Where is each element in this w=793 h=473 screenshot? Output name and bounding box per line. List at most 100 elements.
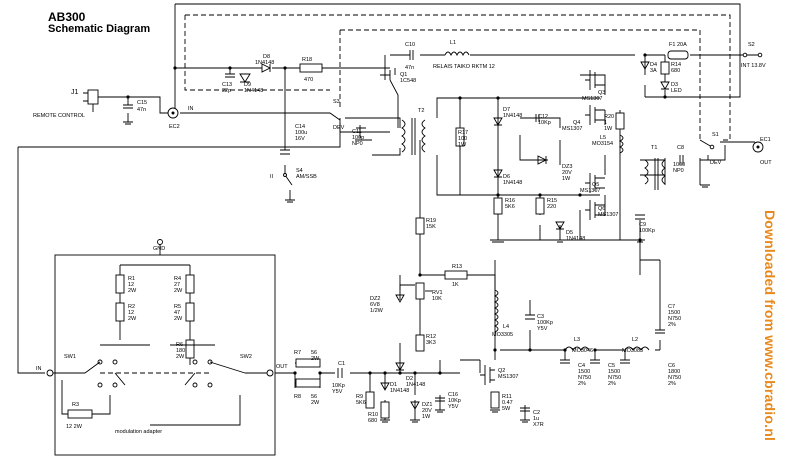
label-r7-power: 2W [311, 356, 320, 362]
label-c4: C4 [578, 363, 585, 369]
label-q1: Q1 [400, 72, 407, 78]
label-d3-value: LED [671, 88, 682, 94]
label-dz3-value: 20V [562, 170, 572, 176]
label-c7-value: 1500 [668, 310, 680, 316]
c10-capacitor-icon [409, 50, 414, 60]
label-s3: S3 [333, 99, 340, 105]
label-l2-value: MO3083 [622, 348, 643, 354]
label-r16-value: 5K6 [505, 204, 515, 210]
label-sw1: SW1 [64, 354, 76, 360]
label-d1: D1 [390, 382, 397, 388]
label-q6-value: MS1307 [598, 212, 619, 218]
label-c11-value: 100p [352, 135, 364, 141]
q4-mosfet-icon [585, 105, 605, 125]
d8-diode-icon [261, 63, 272, 73]
label-d4: D4 [650, 62, 657, 68]
label-sw2: SW2 [240, 354, 252, 360]
label-r5-power: 2W [174, 316, 183, 322]
r2-resistor-icon [115, 302, 125, 322]
r8-resistor-icon [295, 378, 321, 388]
label-c16-type: Y5V [448, 404, 459, 410]
label-c16: C16 [448, 392, 458, 398]
q6-mosfet-icon [585, 200, 605, 220]
label-r12: R12 [426, 334, 436, 340]
c14-capacitor-icon [280, 149, 290, 155]
component-shapes [46, 50, 764, 456]
label-l3: L3 [574, 337, 580, 343]
r4-resistor-icon [185, 274, 195, 294]
label-q6: Q6 [598, 206, 605, 212]
label-c7-type: N750 [668, 316, 681, 322]
label-c11: C11 [352, 129, 362, 135]
label-c5-tol: 2% [608, 381, 616, 387]
r15-resistor-icon [535, 197, 545, 215]
d3-led-icon [660, 81, 670, 90]
label-r14-value: 680 [671, 68, 680, 74]
label-l1: L1 [450, 40, 456, 46]
label-c15-value: 47n [137, 107, 146, 113]
r9-resistor-icon [365, 391, 375, 409]
label-out-right: OUT [760, 160, 772, 166]
label-d5-value: 1N4148 [566, 236, 585, 242]
d9-diode-icon [239, 73, 251, 83]
q2-mosfet-icon [480, 365, 495, 385]
j1-jack-icon [87, 89, 99, 105]
sw1-switch-icon [84, 359, 126, 388]
label-r3: R3 [72, 402, 79, 408]
t1-transformer-icon [644, 159, 649, 185]
t2-transformer-icon [401, 119, 406, 153]
r7-resistor-icon [295, 358, 321, 368]
label-r11-value: 0.47 [502, 400, 513, 406]
label-c8-type: NP0 [673, 168, 684, 174]
label-r1-power: 2W [128, 288, 137, 294]
label-d8-value: 1N4148 [255, 60, 274, 66]
label-d8: D8 [263, 54, 270, 60]
label-c16-value: 10Kp [448, 398, 461, 404]
label-dev-left: DEV [333, 125, 345, 131]
label-c9-value: 100Kp [639, 228, 655, 234]
q1-transistor-icon [380, 70, 391, 80]
out-terminal-icon [266, 369, 274, 377]
label-dz2-power: 1/2W [370, 308, 384, 314]
label-r18-value: 470 [304, 77, 313, 83]
junction-dots [126, 53, 667, 375]
in-terminal-icon [46, 369, 54, 377]
label-r1: R1 [128, 276, 135, 282]
label-c7: C7 [668, 304, 675, 310]
label-c3-type: Y5V [537, 326, 548, 332]
label-r4-value: 27 [174, 282, 180, 288]
d7-diode-icon [493, 117, 503, 126]
label-f1: F1 20A [669, 42, 687, 48]
label-c12: C12 [538, 114, 548, 120]
d4-diode-icon [640, 61, 650, 70]
label-dz3-power: 1W [562, 176, 571, 182]
d1-diode-icon [380, 382, 390, 391]
label-r8-value: 56 [311, 394, 317, 400]
r6-resistor-icon [185, 339, 195, 359]
label-q5: Q5 [592, 182, 599, 188]
label-c2-type: X7R [533, 422, 544, 428]
label-r16: R16 [505, 198, 515, 204]
label-d5: D5 [566, 230, 573, 236]
label-r6-power: 2W [176, 354, 185, 360]
d6-diode-icon [493, 169, 503, 178]
label-c6-type: N750 [668, 375, 681, 381]
sw2-switch-icon [184, 359, 246, 388]
label-r20-power: 1W [604, 126, 613, 132]
label-q2: Q2 [498, 368, 505, 374]
label-dz2: DZ2 [370, 296, 380, 302]
label-c6: C6 [668, 363, 675, 369]
label-modulation-adapter: modulation adapter [115, 429, 162, 435]
label-c14: C14 [295, 124, 305, 130]
label-dz1: DZ1 [422, 402, 432, 408]
d5-diode-icon [555, 221, 565, 230]
label-c3: C3 [537, 314, 544, 320]
label-r2: R2 [128, 304, 135, 310]
r17-resistor-icon [455, 127, 465, 147]
label-q4-value: MS1307 [562, 126, 583, 132]
label-c4-tol: 2% [578, 381, 586, 387]
label-c14-voltage: 16V [295, 136, 305, 142]
label-dz2-value: 6V8 [370, 302, 380, 308]
l1-relay-coil-icon [444, 51, 470, 57]
label-q1-value: 1C548 [400, 78, 416, 84]
